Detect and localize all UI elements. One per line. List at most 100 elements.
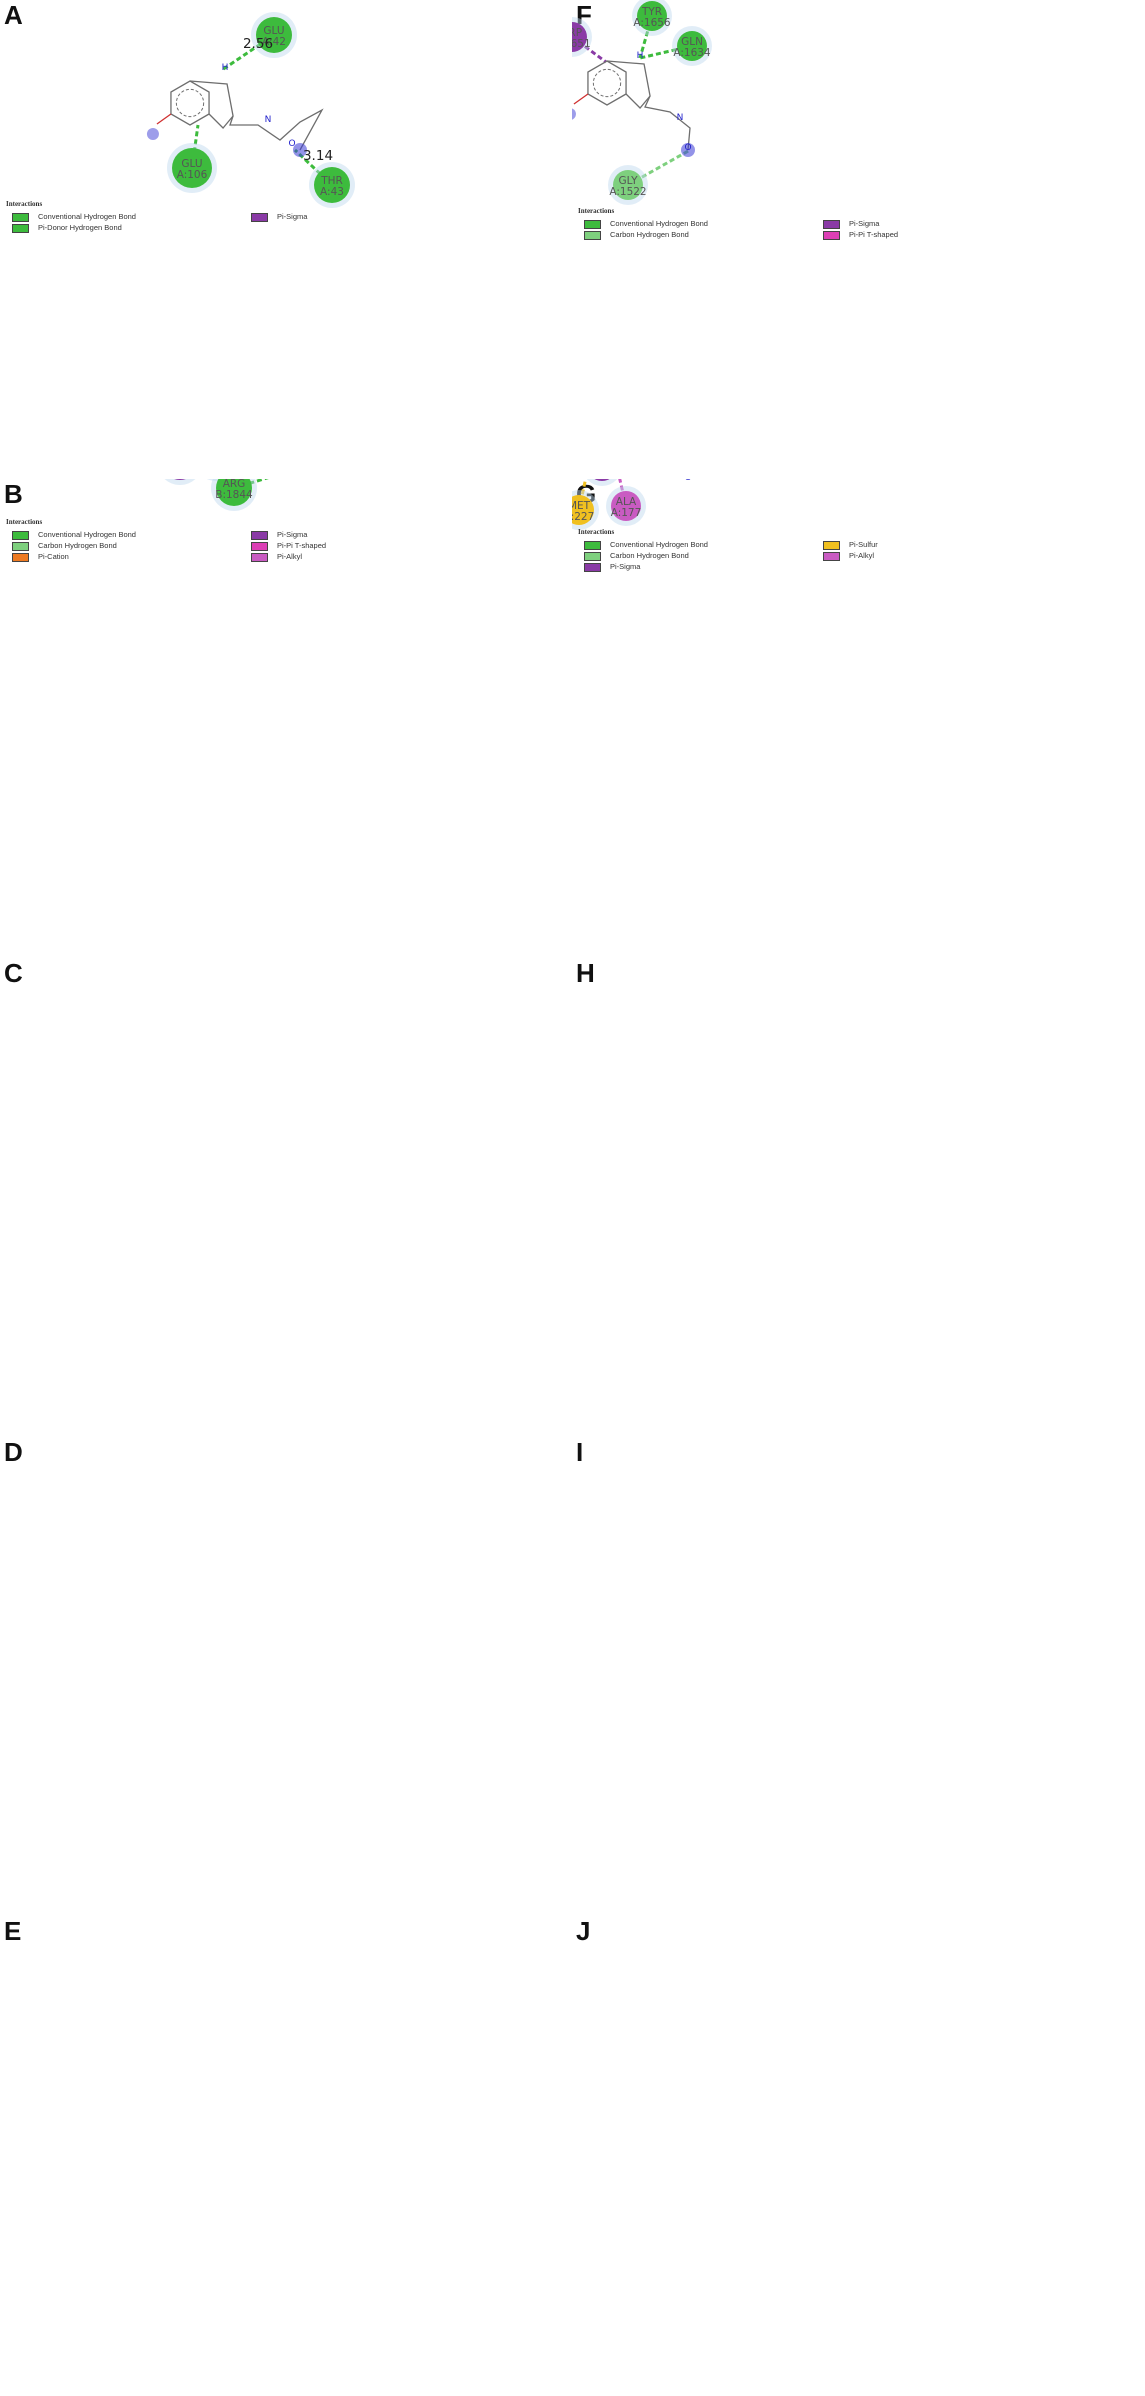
legend-swatch (823, 540, 840, 550)
legend-swatch (251, 212, 268, 222)
interaction-line (638, 15, 654, 59)
legend-item: Pi-Alkyl (823, 550, 874, 561)
unsatisfied-atom (681, 143, 695, 157)
legend-title: Interactions (6, 200, 43, 208)
legend-swatch (584, 540, 601, 550)
atom-label: O (684, 479, 691, 483)
atom-label: O (684, 143, 691, 153)
legend-item: Pi-Sigma (251, 211, 307, 222)
interaction-line (618, 479, 628, 507)
residue-name: GLU (181, 158, 202, 170)
distance-label: 2.56 (243, 36, 273, 52)
legend-item: Pi-Cation (12, 551, 69, 562)
legend-item: Carbon Hydrogen Bond (12, 540, 117, 551)
legend-title: Interactions (578, 207, 615, 215)
panel-letter: C (4, 958, 23, 988)
distance-label: 3.14 (303, 148, 333, 164)
legend-label: Carbon Hydrogen Bond (610, 230, 689, 239)
atom-label: H (637, 51, 644, 61)
side-chain (229, 108, 324, 151)
panel-letter: A (4, 0, 23, 30)
legend-label: Carbon Hydrogen Bond (38, 541, 117, 550)
benzene-ring (587, 60, 627, 106)
interaction-line (577, 479, 588, 511)
legend-title: Interactions (578, 528, 615, 536)
methyl-atom (572, 108, 576, 120)
atom-label: N (265, 115, 272, 125)
residue-name: GLU (263, 25, 284, 37)
legend-swatch (251, 552, 268, 562)
legend-label: Conventional Hydrogen Bond (38, 530, 136, 539)
legend-label: Pi-Cation (38, 552, 69, 561)
residue-name: TRP (572, 27, 582, 39)
legend-label: Pi-Pi T-shaped (849, 230, 899, 239)
residue-name: TYR (641, 6, 662, 18)
residue-name: MET (572, 500, 591, 512)
legend-item: Pi-Pi T-shaped (823, 229, 898, 240)
legend-swatch (584, 219, 601, 229)
atom-label: H (222, 63, 229, 73)
methyl-atom (146, 128, 159, 140)
legend-item: Pi-Sigma (823, 218, 879, 229)
interaction-diagram: NHOGLUA:135GLNA:25LEUA:26ASNA:46ALAA:134… (572, 1437, 1144, 1916)
residue-id: A:43 (320, 186, 344, 198)
legend-label: Pi-Sigma (277, 212, 308, 221)
residue-id: A:1651 (572, 38, 591, 50)
interaction-line (190, 124, 200, 169)
legend-item: Pi-Donor Hydrogen Bond (12, 222, 122, 233)
legend-label: Pi-Sigma (849, 219, 880, 228)
residue-id: A:106 (177, 169, 208, 181)
residue-id: A:1522 (609, 186, 646, 198)
legend-item: Conventional Hydrogen Bond (12, 211, 136, 222)
legend-label: Pi-Pi T-shaped (277, 541, 327, 550)
legend-label: Pi-Sigma (610, 562, 641, 571)
panel-letter: E (4, 1916, 22, 1946)
side-chain (644, 95, 691, 151)
interaction-diagram: NHOASNA:43ARGA:44GLYA:45CYSA:47PROA:1532… (572, 958, 1144, 1437)
legend-label: Pi-Sigma (277, 530, 308, 539)
legend-title: Interactions (6, 518, 43, 526)
legend-item: Conventional Hydrogen Bond (584, 218, 708, 229)
methoxy-bond (573, 93, 589, 105)
residue-id: A:1634 (673, 47, 711, 59)
legend-label: Carbon Hydrogen Bond (610, 551, 689, 560)
legend-item: Pi-Alkyl (251, 551, 302, 562)
panel-letter: H (576, 958, 595, 988)
legend-label: Pi-Alkyl (277, 552, 303, 561)
residue-name: GLN (681, 36, 703, 48)
legend-swatch (823, 551, 840, 561)
interaction-diagram: NHOTHRA:164ASPA:141TRPB:147ILEB:1453.153… (0, 958, 572, 1437)
legend-item: Conventional Hydrogen Bond (12, 529, 136, 540)
panel-letter: F (576, 0, 592, 30)
legend-label: Pi-Alkyl (849, 551, 875, 560)
legend-swatch (12, 223, 29, 233)
atom-label: N (677, 113, 684, 123)
legend-item: Pi-Pi T-shaped (251, 540, 326, 551)
residue-id: A:227 (572, 511, 594, 523)
residue-id: A:177 (611, 507, 642, 519)
legend-swatch (12, 530, 29, 540)
residue-id: B:1844 (215, 489, 253, 501)
legend-label: Pi-Sulfur (849, 540, 878, 549)
interaction-diagram: NHOPROB:1864TRPB:1862GLNA:167ARGB:18442.… (164, 479, 269, 511)
